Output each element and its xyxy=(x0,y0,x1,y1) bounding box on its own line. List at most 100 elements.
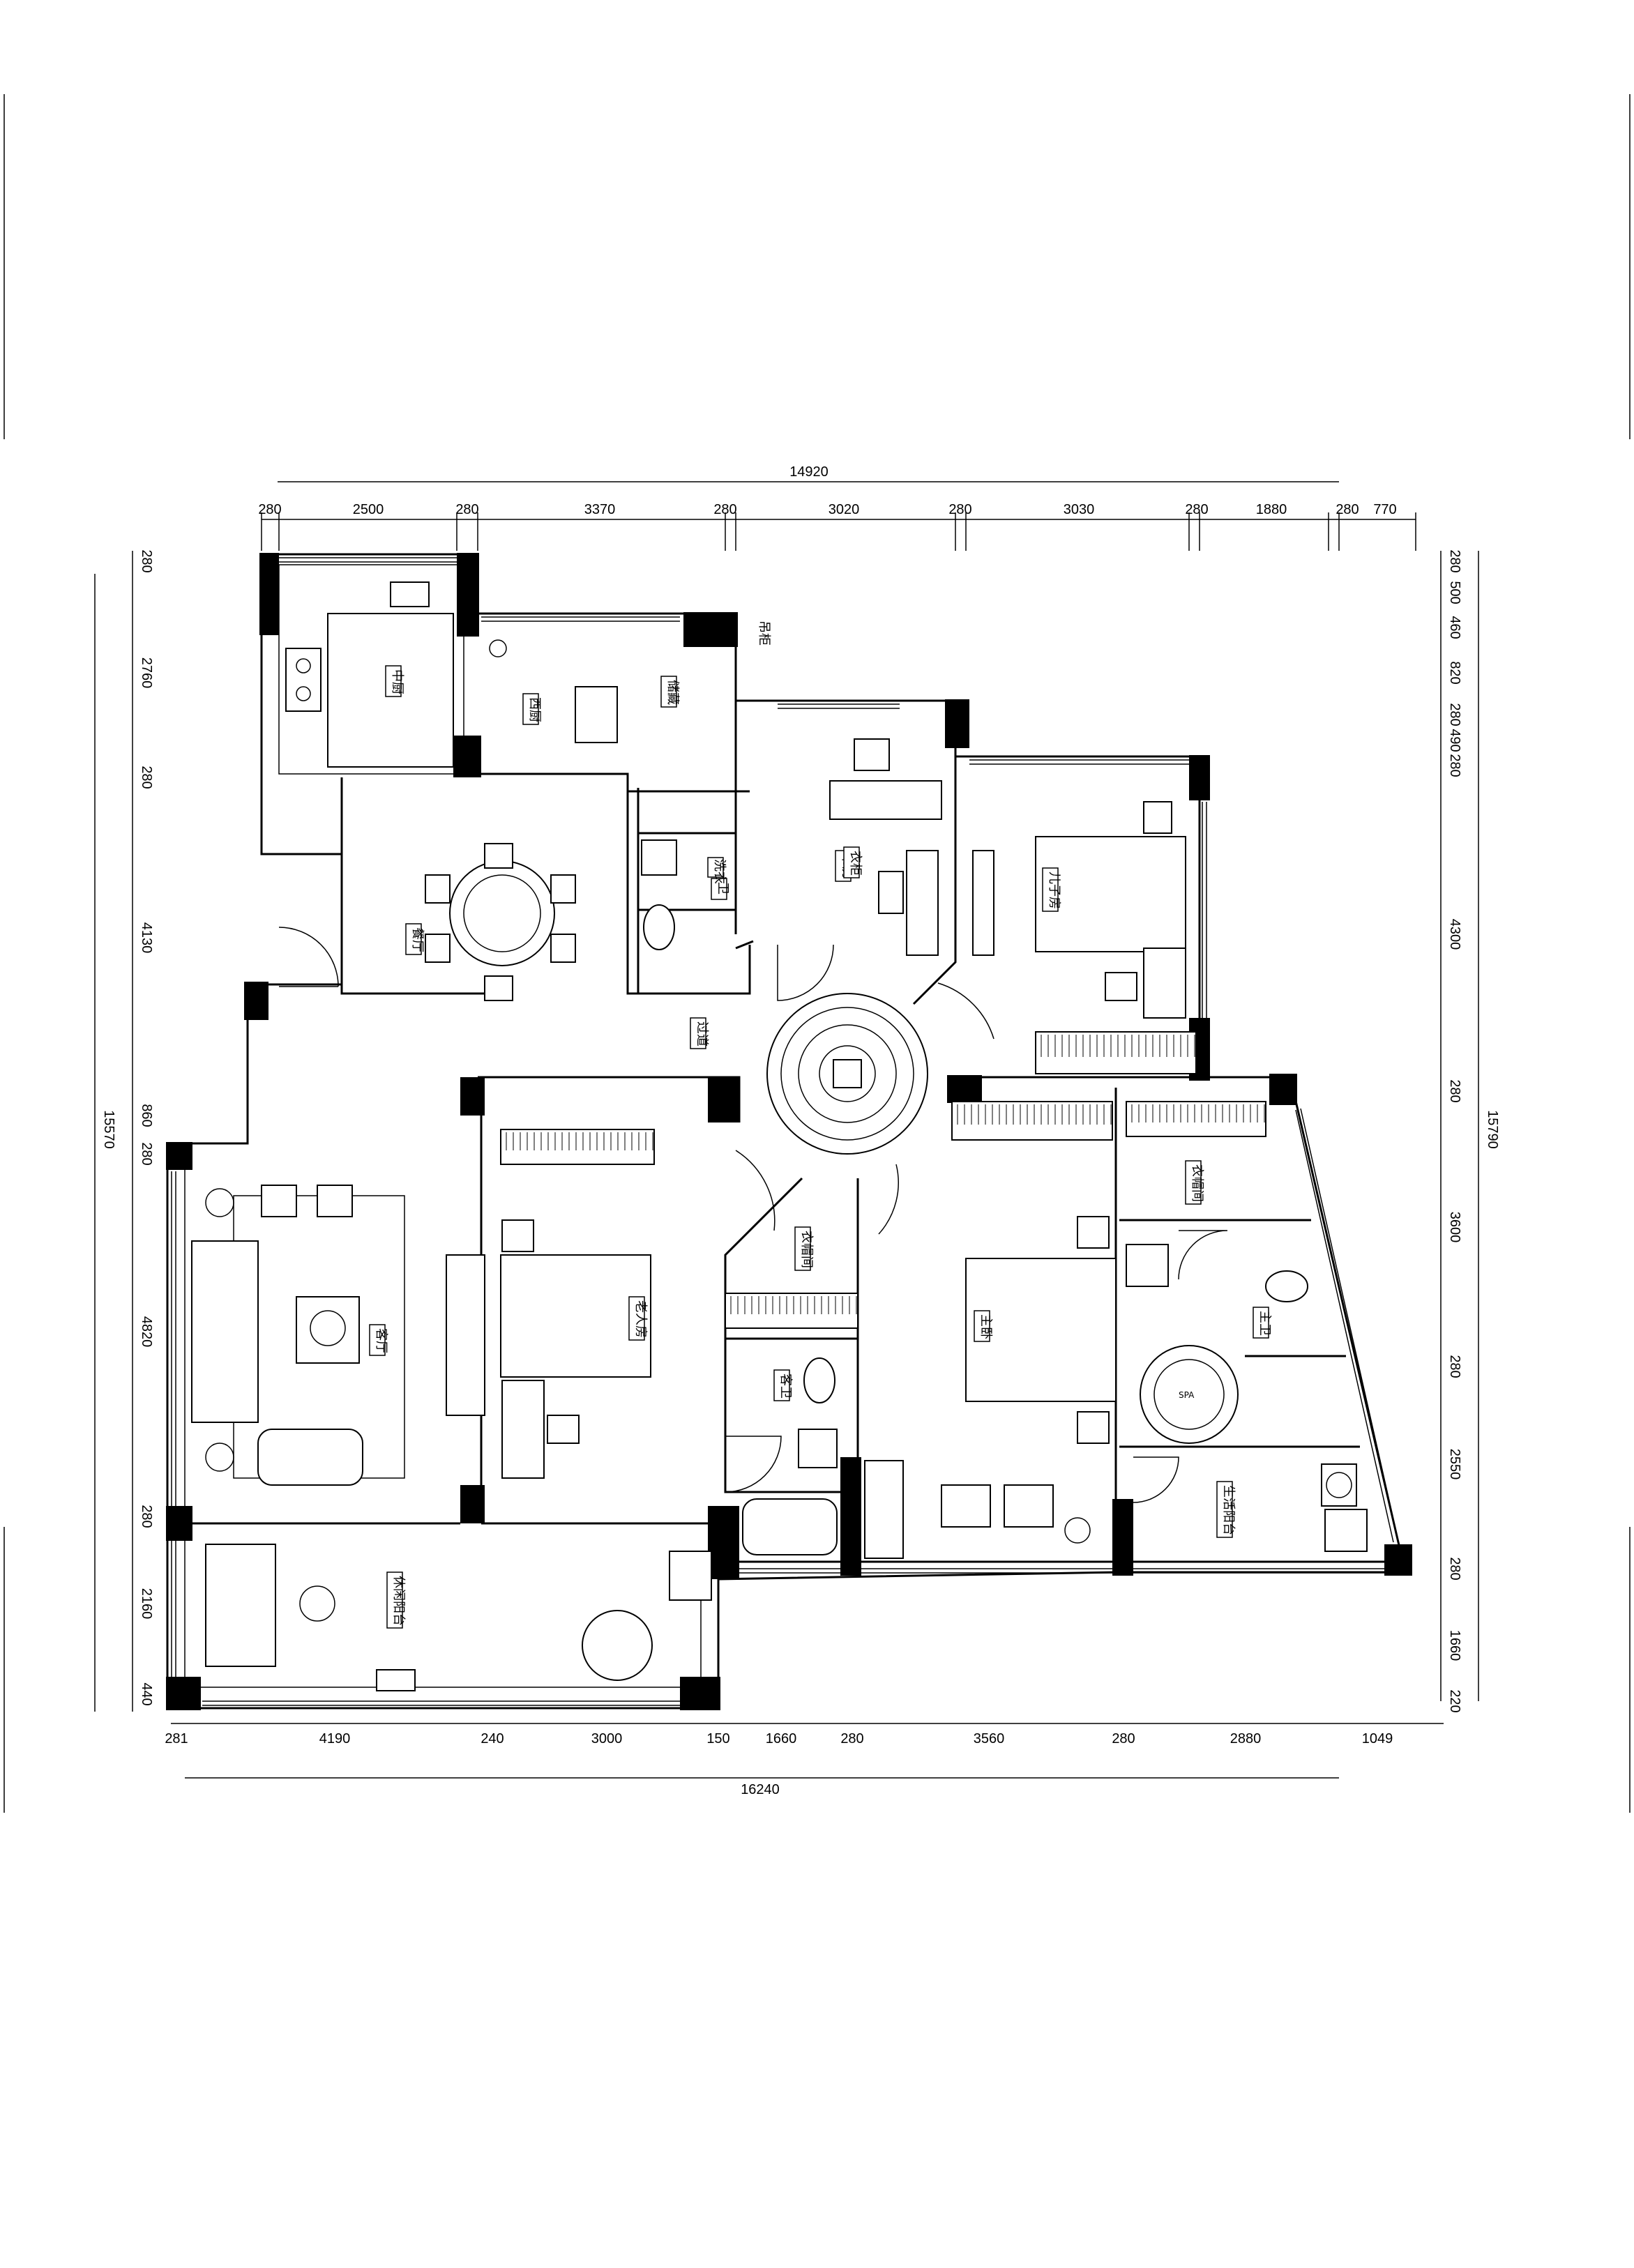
right-dimension-chain: 15790 280 500 460 820 280 490 280 4300 2… xyxy=(1440,549,1500,1713)
toilet xyxy=(643,904,675,950)
dining-chair xyxy=(550,874,576,904)
right-dim: 220 xyxy=(1447,1689,1462,1712)
room-cloak: 衣帽间 xyxy=(794,1226,814,1271)
room-label: 主卫 xyxy=(1257,1311,1272,1336)
bed xyxy=(1035,836,1186,952)
dining-chair xyxy=(425,934,451,963)
top-dim: 3030 xyxy=(1064,502,1095,517)
right-dim: 460 xyxy=(1447,616,1462,639)
armchair xyxy=(1004,1484,1054,1528)
top-dim: 770 xyxy=(1373,502,1396,517)
room-label: 过道 xyxy=(695,1021,709,1047)
room-cloak2: 衣帽间 xyxy=(1185,1160,1204,1205)
wardrobe xyxy=(951,1101,1113,1141)
tv-cabinet xyxy=(446,1254,485,1416)
right-dim: 280 xyxy=(1447,754,1462,777)
room-label: 吊柜 xyxy=(757,621,771,646)
room-powder: 卫 xyxy=(711,878,730,900)
right-dim: 280 xyxy=(1447,1355,1462,1378)
room-closet: 衣柜 xyxy=(843,846,863,878)
bottom-dim: 4190 xyxy=(319,1731,351,1746)
room-service-balcony: 生活阳台 xyxy=(1216,1481,1236,1538)
wall-block xyxy=(457,553,479,637)
door-swing xyxy=(725,1436,782,1493)
room-storage: 储藏 xyxy=(660,676,680,708)
room-label: 餐厅 xyxy=(410,927,425,952)
armchair xyxy=(261,1185,297,1217)
room-label: 客厅 xyxy=(374,1328,388,1353)
top-dim: 280 xyxy=(1336,502,1359,517)
right-dim: 490 xyxy=(1447,729,1462,752)
top-total-dim: 14920 xyxy=(789,464,829,480)
toilet xyxy=(803,1357,835,1403)
basin xyxy=(798,1429,838,1468)
wall-block xyxy=(460,1077,485,1116)
desk xyxy=(501,1380,545,1479)
right-dim: 280 xyxy=(1447,1079,1462,1102)
wardrobes xyxy=(500,1031,1266,1329)
room-label: 西厨 xyxy=(527,697,542,722)
building-walls xyxy=(166,553,1412,1710)
room-master: 主卧 xyxy=(974,1310,993,1342)
room-corridor: 过道 xyxy=(690,1017,709,1049)
bottom-total-dim: 16240 xyxy=(741,1782,780,1797)
room-hanging: 吊柜 xyxy=(757,621,771,646)
left-dim: 280 xyxy=(139,1505,154,1528)
washing-machine xyxy=(1321,1463,1357,1507)
room-label: 储藏 xyxy=(665,680,680,705)
room-label: 主卧 xyxy=(978,1314,993,1339)
dining-chair xyxy=(425,874,451,904)
room-label: 休闲阳台 xyxy=(391,1576,406,1626)
sink-icon xyxy=(489,639,507,657)
chair xyxy=(547,1415,580,1444)
study-desk xyxy=(829,780,942,820)
room-dining: 餐厅 xyxy=(405,923,425,955)
door-swing xyxy=(1178,1230,1228,1280)
toilet xyxy=(1265,1270,1308,1302)
wardrobe xyxy=(1126,1101,1266,1137)
left-dim: 2160 xyxy=(139,1588,154,1620)
kitchen-sink xyxy=(390,581,430,607)
room-label: 衣帽间 xyxy=(799,1231,814,1268)
piano-bench xyxy=(878,871,904,914)
round-table xyxy=(582,1610,653,1681)
bottom-dim: 2880 xyxy=(1230,1731,1262,1746)
room-guest-bath: 客卫 xyxy=(773,1369,793,1401)
coffee-table xyxy=(296,1296,360,1364)
wall-block xyxy=(947,1075,982,1103)
room-kitchen: 中厨 xyxy=(385,665,404,697)
bottom-dim: 1049 xyxy=(1362,1731,1393,1746)
armchair xyxy=(317,1185,353,1217)
wall-block xyxy=(708,1077,739,1122)
right-dim: 3600 xyxy=(1447,1212,1462,1243)
sofa xyxy=(191,1240,259,1423)
windows xyxy=(171,557,1399,1706)
medallion-center xyxy=(833,1059,862,1088)
bed xyxy=(965,1258,1117,1402)
right-dim: 280 xyxy=(1447,549,1462,572)
stove xyxy=(285,648,321,712)
basin xyxy=(641,839,677,876)
bottom-dim: 240 xyxy=(481,1731,504,1746)
room-label: 洗衣 xyxy=(712,859,727,884)
piano xyxy=(906,850,939,956)
left-dim: 4130 xyxy=(139,922,154,954)
top-dim: 3370 xyxy=(584,502,616,517)
right-dim: 2550 xyxy=(1447,1449,1462,1480)
wall-block xyxy=(453,736,481,777)
wall-block xyxy=(945,699,969,748)
door-swing xyxy=(777,944,834,1001)
left-total-dim: 15570 xyxy=(101,1110,116,1149)
wall-block xyxy=(1384,1544,1412,1576)
lounge-chair xyxy=(257,1429,363,1486)
room-label: 衣帽间 xyxy=(1190,1164,1204,1202)
right-dim: 820 xyxy=(1447,661,1462,684)
bottom-dimension-chain: 16240 281 4190 240 3000 150 1660 280 356… xyxy=(165,1723,1444,1797)
room-kids: 儿子房 xyxy=(1042,867,1061,912)
nightstand xyxy=(1077,1216,1110,1249)
right-dim: 500 xyxy=(1447,581,1462,604)
dining-chair xyxy=(550,934,576,963)
room-label: 衣柜 xyxy=(848,851,863,876)
room-label: 客卫 xyxy=(778,1373,793,1399)
